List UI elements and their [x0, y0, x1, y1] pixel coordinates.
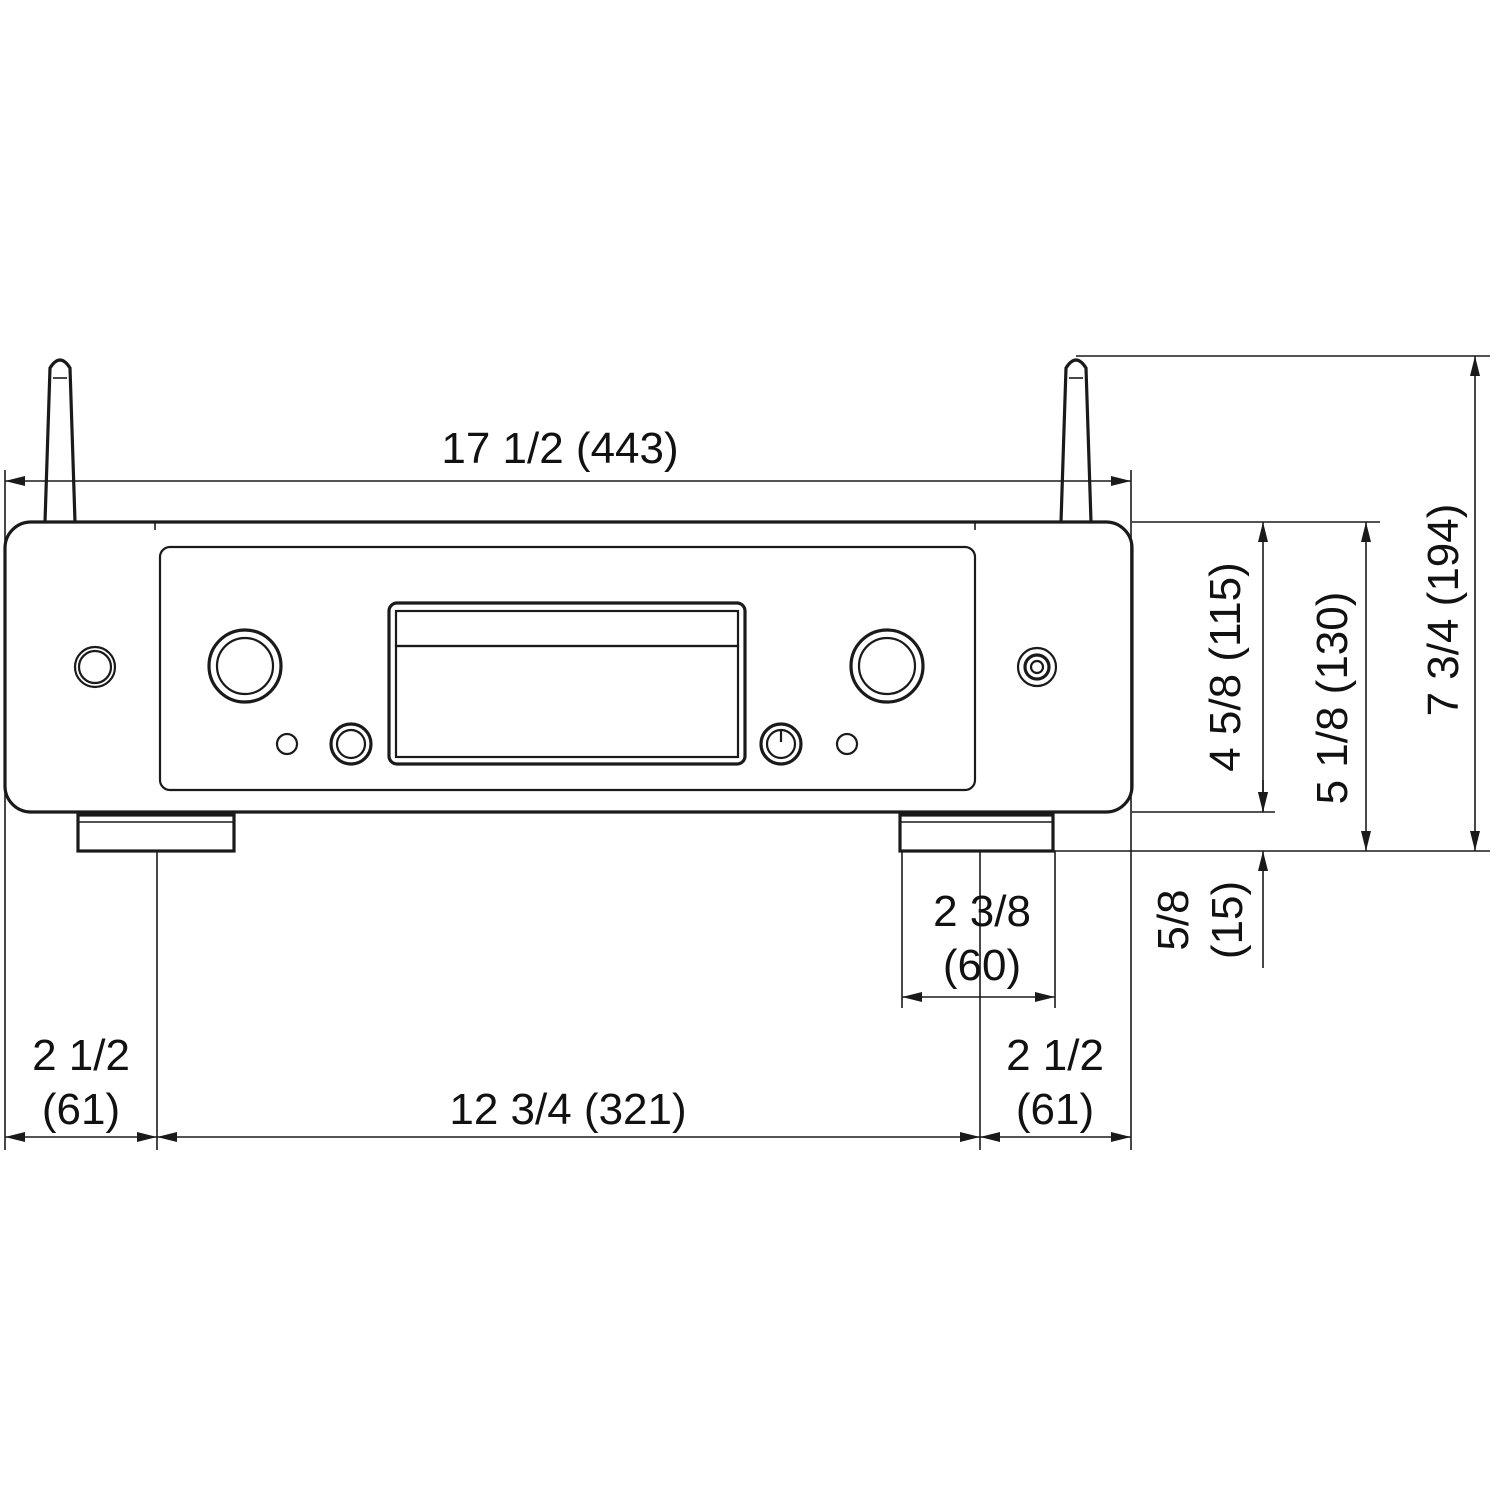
right-offset-label-line1: 2 1/2 — [1006, 1031, 1104, 1080]
display-window — [387, 601, 747, 766]
height-with-feet-label: 5 1/8 (130) — [1308, 592, 1357, 805]
chassis — [3, 520, 1134, 814]
foot-height-label-line1: 5/8 — [1149, 889, 1198, 950]
front-panel — [158, 545, 977, 792]
left-small-button — [275, 732, 299, 756]
device-outline — [3, 358, 1134, 853]
body-height-label: 4 5/8 (115) — [1201, 562, 1250, 772]
overall-width-label: 17 1/2 (443) — [441, 424, 678, 473]
left-knob — [207, 628, 283, 704]
foot-width-label-line2: (60) — [943, 941, 1021, 990]
right-antenna — [1059, 358, 1093, 523]
foot-height-label-line2: (15) — [1203, 881, 1252, 959]
total-height-label: 7 3/4 (194) — [1419, 504, 1468, 717]
right-small-button — [835, 732, 859, 756]
left-offset-label-line2: (61) — [42, 1085, 120, 1134]
foot-spacing-label: 12 3/4 (321) — [449, 1085, 686, 1134]
right-offset-label-line2: (61) — [1016, 1085, 1094, 1134]
foot-width-label-line1: 2 3/8 — [933, 887, 1031, 936]
right-knob — [849, 628, 925, 704]
left-foot — [76, 813, 236, 853]
headphone-jack — [1016, 646, 1058, 688]
left-offset-label-line1: 2 1/2 — [32, 1031, 130, 1080]
right-medium-button — [759, 722, 803, 766]
left-antenna — [43, 358, 77, 523]
left-medium-button — [329, 722, 373, 766]
power-button — [73, 645, 117, 689]
dimension-labels: 17 1/2 (443) 12 3/4 (321) 2 1/2 (61) 2 1… — [32, 424, 1468, 1134]
extension-lines — [4, 355, 1490, 1150]
right-foot — [898, 813, 1055, 853]
dimension-lines — [5, 356, 1480, 1142]
